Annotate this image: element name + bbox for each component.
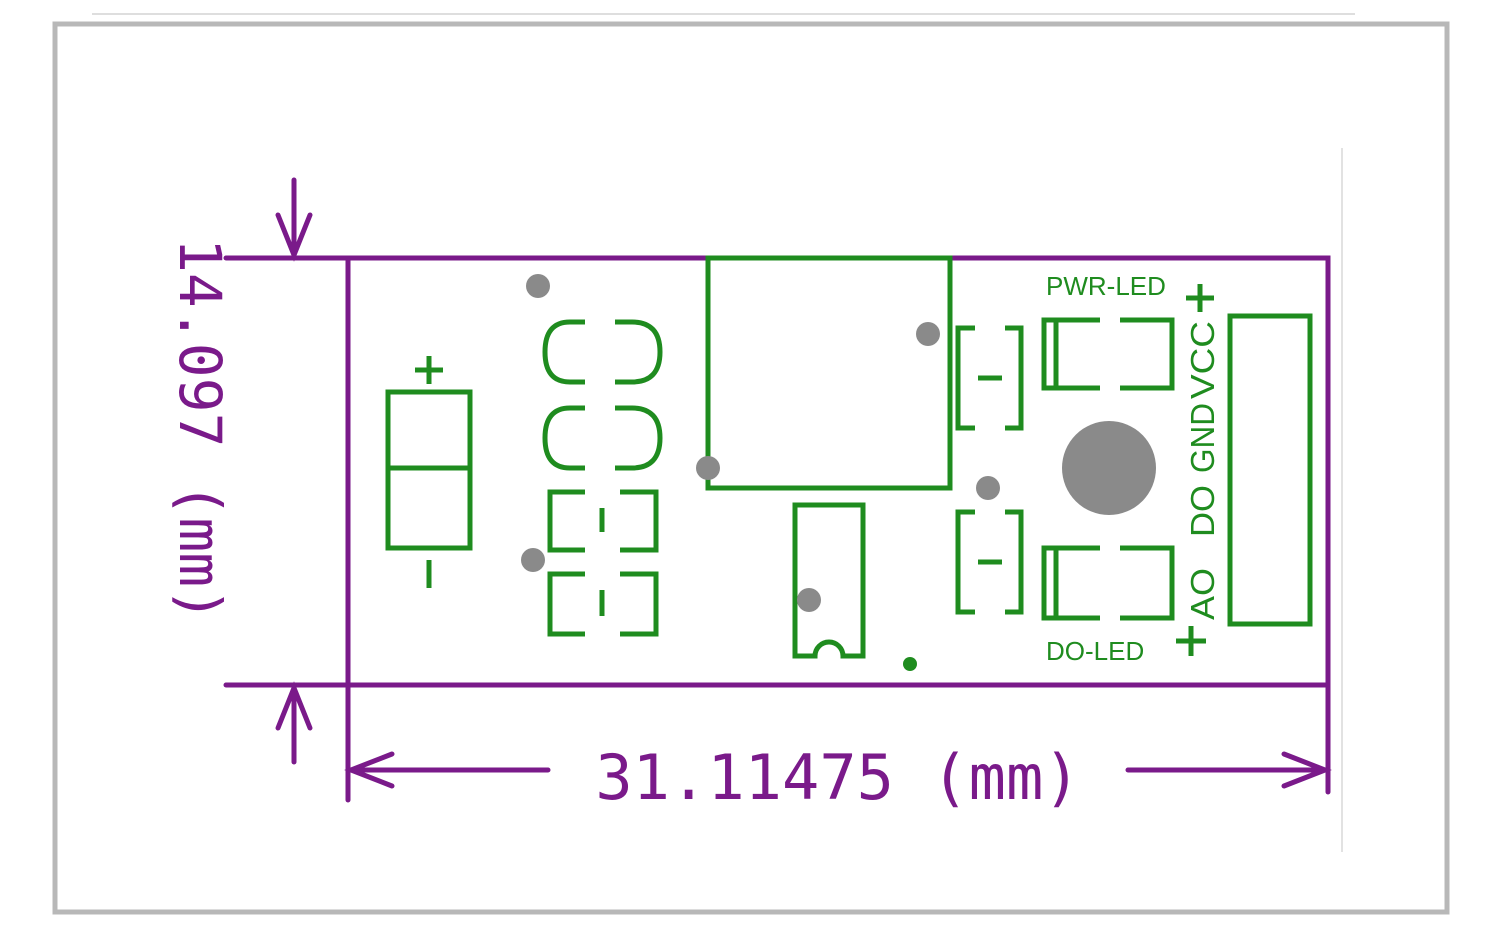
width-arrow-left-head <box>344 751 395 789</box>
do-led-pad <box>1041 545 1175 621</box>
pin-label-gnd: GND <box>1184 403 1221 473</box>
pwr-led-pad <box>1041 317 1175 391</box>
width-dimension <box>344 682 1332 803</box>
do-led-label: DO-LED <box>1046 636 1144 666</box>
height-arrow-top-head <box>275 212 313 262</box>
pad-rounded-1 <box>542 319 663 385</box>
mounting-hole <box>1062 421 1156 515</box>
pwr-led-label: PWR-LED <box>1046 271 1166 301</box>
pin-label-do: DO <box>1184 485 1221 537</box>
chip-outline <box>705 255 953 491</box>
outer-frame <box>52 21 1450 915</box>
pin1-dot <box>903 657 917 671</box>
via-1 <box>526 274 550 298</box>
via-3 <box>696 456 720 480</box>
ic-package-outline <box>792 502 866 659</box>
width-dimension-label: 31.11475 (mm) <box>595 741 1080 814</box>
width-arrow-right-head <box>1281 751 1332 789</box>
height-arrow-bottom-head <box>275 681 313 731</box>
pad-small-2 <box>955 509 1024 615</box>
via-2 <box>916 322 940 346</box>
via-6 <box>797 588 821 612</box>
pad-square-1 <box>547 489 659 553</box>
pad-square-2 <box>547 571 659 637</box>
height-dimension-label: 14.097 (mm) <box>166 238 234 622</box>
silkscreen-layer <box>385 255 1313 659</box>
height-dimension <box>223 177 351 765</box>
via-5 <box>976 476 1000 500</box>
pin-label-vcc: VCC <box>1184 321 1221 399</box>
via-4 <box>521 548 545 572</box>
pad-small-1 <box>955 325 1024 431</box>
pad-rounded-2 <box>542 405 663 471</box>
pin-label-ao: AO <box>1184 568 1221 620</box>
pin-header-outline <box>1227 313 1313 627</box>
